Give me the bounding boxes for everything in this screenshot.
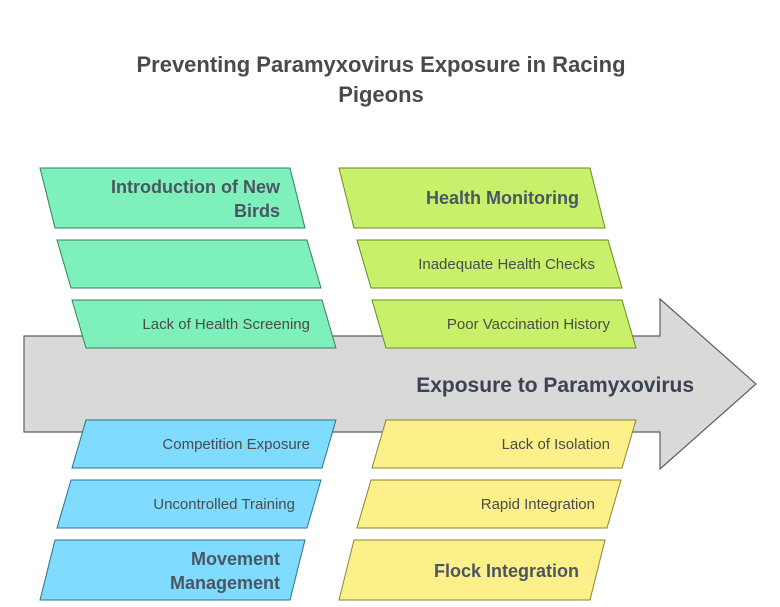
flock-cause-box-1 xyxy=(371,419,637,469)
movement-head-line-1: Movement xyxy=(191,549,280,569)
movement-cause-2: Uncontrolled Training xyxy=(153,496,295,513)
introduction-cause-2: Lack of Health Screening xyxy=(142,316,310,333)
health-monitoring-cause-1: Inadequate Health Checks xyxy=(418,256,595,273)
introduction-cause-box-2 xyxy=(71,299,337,349)
flock-cause-2: Rapid Integration xyxy=(481,496,595,513)
movement-head-box xyxy=(39,539,306,601)
introduction-head-line-1: Introduction of New xyxy=(111,177,281,197)
health-monitoring-head-box xyxy=(338,167,606,229)
flock-cause-box-2 xyxy=(356,479,622,529)
effect-label: Exposure to Paramyxovirus xyxy=(416,374,694,397)
introduction-head-line-2: Birds xyxy=(234,201,280,221)
flock-cause-1: Lack of Isolation xyxy=(502,436,610,453)
health-monitoring-cause-2: Poor Vaccination History xyxy=(447,316,611,333)
flock-head: Flock Integration xyxy=(434,561,579,581)
title-line-1: Preventing Paramyxovirus Exposure in Rac… xyxy=(136,52,625,77)
health-monitoring-cause-box-2 xyxy=(371,299,637,349)
movement-cause-box-1 xyxy=(71,419,337,469)
health-monitoring-cause-box-1 xyxy=(356,239,623,289)
introduction-head-box xyxy=(39,167,306,229)
movement-cause-box-2 xyxy=(56,479,322,529)
movement-cause-1: Competition Exposure xyxy=(162,436,310,453)
title-line-2: Pigeons xyxy=(338,82,424,107)
movement-head-line-2: Management xyxy=(170,573,280,593)
health-monitoring-head: Health Monitoring xyxy=(426,188,579,208)
introduction-cause-box-1 xyxy=(56,239,322,289)
flock-head-box xyxy=(338,539,606,601)
